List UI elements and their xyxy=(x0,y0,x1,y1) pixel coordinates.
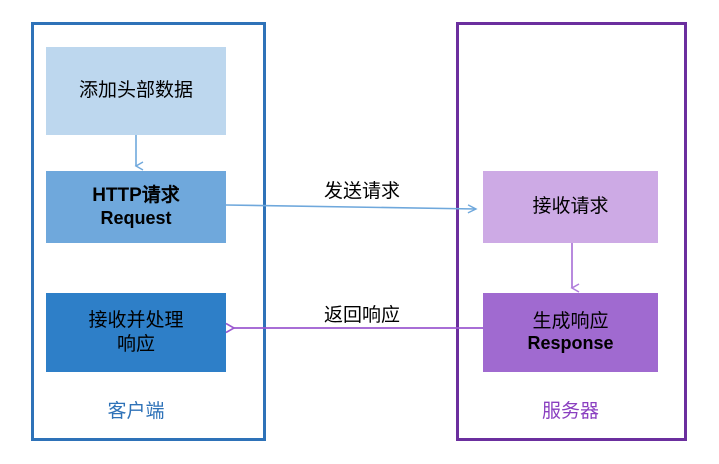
node-http-request-label-en: Request xyxy=(100,207,172,228)
node-receive-and-process-response[interactable]: 接收并处理 响应 xyxy=(46,293,226,372)
node-receive-request-label: 接收请求 xyxy=(532,196,609,218)
node-generate-response-label-en: Response xyxy=(527,333,614,354)
node-receive-request[interactable]: 接收请求 xyxy=(483,171,658,243)
node-add-header-label: 添加头部数据 xyxy=(78,80,193,102)
edge-label-return-response: 返回响应 xyxy=(323,305,400,326)
node-receive-process-label-line2: 响应 xyxy=(116,333,155,355)
node-generate-response-label-cn: 生成响应 xyxy=(532,310,609,332)
node-generate-response[interactable]: 生成响应 Response xyxy=(483,293,658,372)
edge-label-send-request: 发送请求 xyxy=(323,181,400,202)
server-panel-caption: 服务器 xyxy=(541,401,599,422)
node-http-request-label-cn: HTTP请求 xyxy=(92,185,180,207)
node-http-request[interactable]: HTTP请求 Request xyxy=(46,171,226,243)
node-add-header-data[interactable]: 添加头部数据 xyxy=(46,47,226,135)
client-panel-caption: 客户端 xyxy=(107,401,165,422)
node-receive-process-label-line1: 接收并处理 xyxy=(88,310,184,332)
